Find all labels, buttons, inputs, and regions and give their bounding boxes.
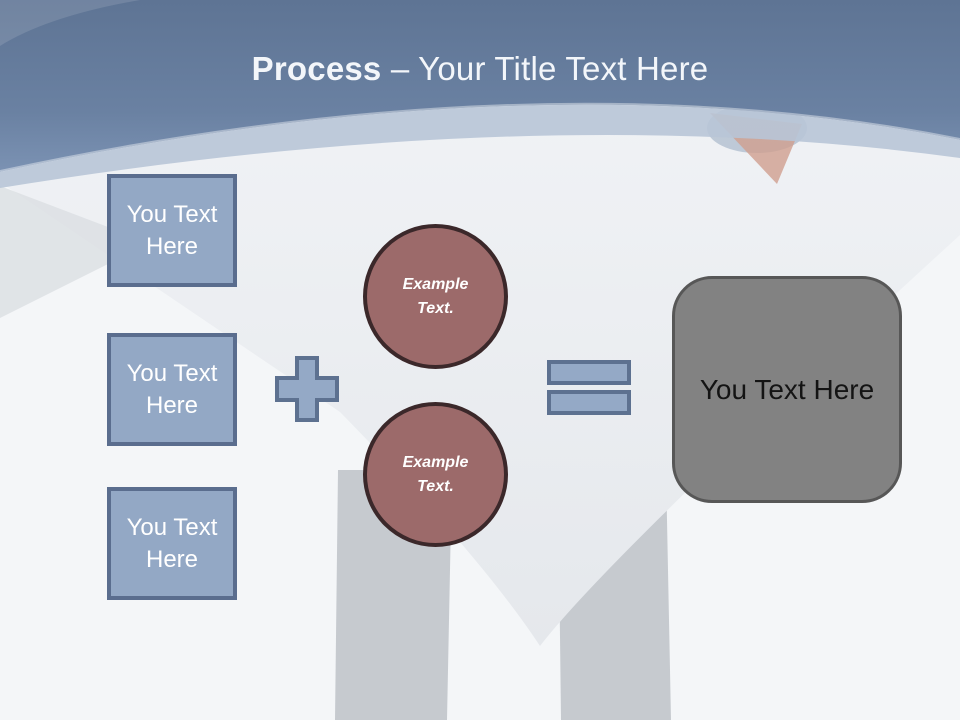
accent-band-highlight (0, 102, 960, 172)
equals-icon[interactable] (546, 359, 632, 417)
slide-title-emphasis: Process (251, 50, 382, 87)
equals-bottom-bar (547, 390, 631, 415)
example-circle-1[interactable]: Example Text. (363, 224, 508, 369)
result-box-label: You Text Here (699, 373, 875, 405)
header-corner-highlight (0, 0, 140, 46)
person-arm-shape (0, 186, 150, 318)
input-box-2-label: You Text Here (126, 359, 218, 419)
input-box-2[interactable]: You Text Here (107, 333, 237, 446)
plus-shape (275, 356, 339, 422)
accent-band (0, 104, 960, 188)
slide-title-rest: – Your Title Text Here (381, 50, 709, 87)
slide-title[interactable]: Process – Your Title Text Here (0, 50, 960, 88)
input-box-1[interactable]: You Text Here (107, 174, 237, 287)
plus-icon[interactable] (274, 355, 340, 423)
input-box-3-label: You Text Here (126, 513, 218, 573)
input-box-1-label: You Text Here (126, 200, 218, 260)
example-circle-2[interactable]: Example Text. (363, 402, 508, 547)
equals-top-bar (547, 360, 631, 385)
example-circle-2-label: Example Text. (402, 453, 469, 495)
result-box[interactable]: You Text Here (672, 276, 902, 503)
header-curve (0, 0, 960, 172)
example-circle-1-label: Example Text. (402, 275, 469, 317)
input-box-3[interactable]: You Text Here (107, 487, 237, 600)
